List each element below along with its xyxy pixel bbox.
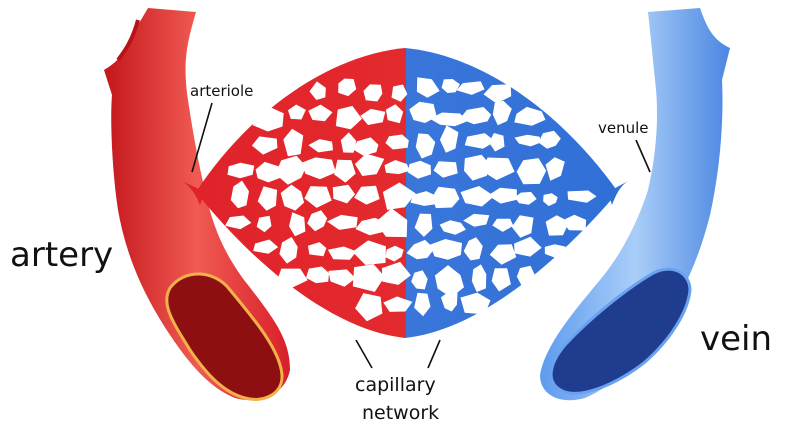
artery-cross-section xyxy=(167,274,282,399)
artery-label: artery xyxy=(10,235,113,275)
capillary-leader-left xyxy=(356,340,372,368)
venule-label: venule xyxy=(598,119,649,137)
arteriole-leader xyxy=(192,103,212,172)
arteriole-label: arteriole xyxy=(190,82,253,100)
capillary-label-line1: capillary xyxy=(355,374,436,396)
capillary-label-line2: network xyxy=(362,402,439,424)
venule-leader xyxy=(636,140,650,172)
vein-label: vein xyxy=(700,319,772,359)
capillary-leader-right xyxy=(428,340,440,368)
